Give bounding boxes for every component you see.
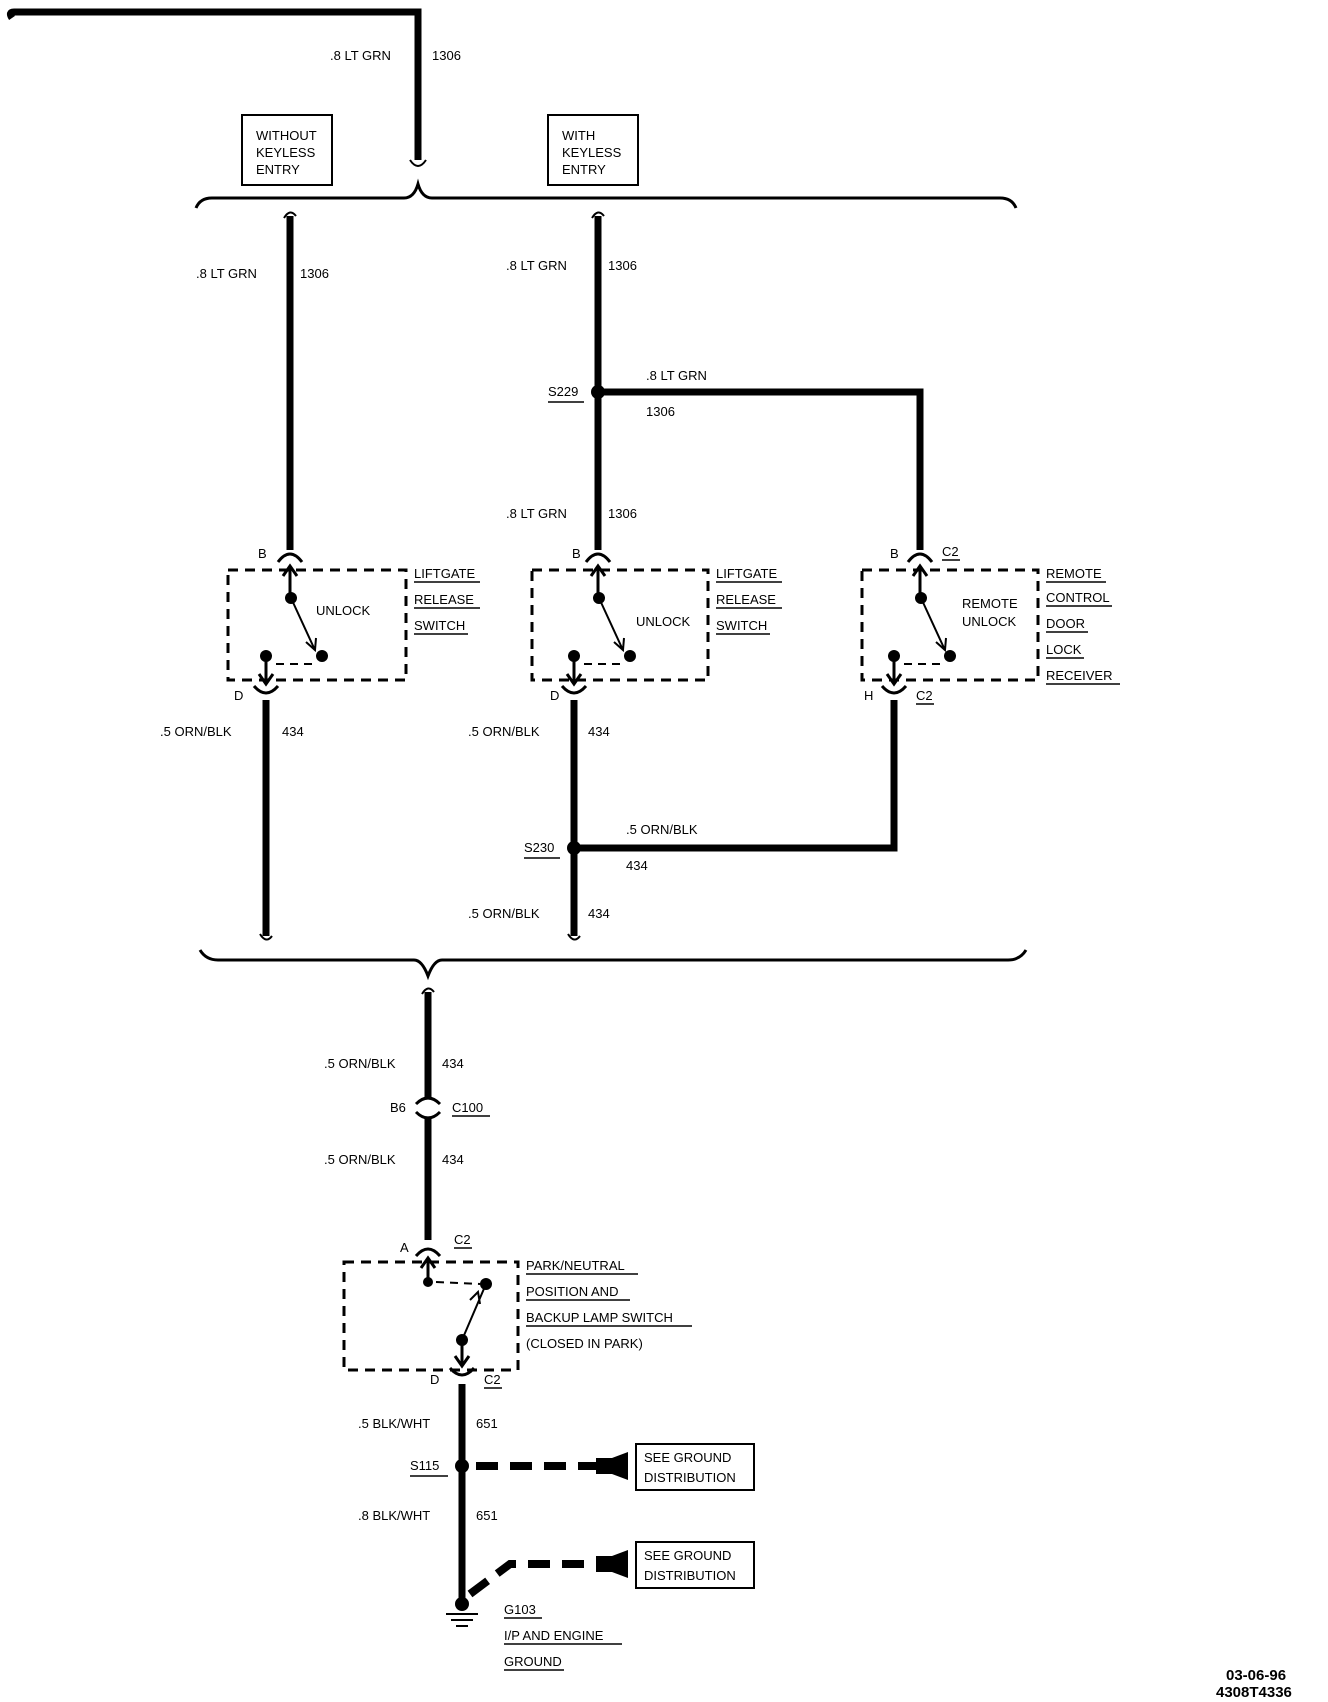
pn-line-3: BACKUP LAMP SWITCH [526,1310,673,1325]
ground-ref-2-line-2: DISTRIBUTION [644,1568,736,1583]
pn-pin-d: D [430,1372,439,1387]
with-wire-bottom-circuit: 434 [588,724,610,739]
with-wire-mid-gauge: .8 LT GRN [506,506,567,521]
option-without-line-1: WITHOUT [256,128,317,143]
top-feed-wire: .8 LT GRN 1306 [6,8,461,167]
ground-line-2: GROUND [504,1654,562,1669]
option-without-line-3: ENTRY [256,162,300,177]
splice-s230-label: S230 [524,840,554,855]
lower-wire4-circuit: 651 [476,1508,498,1523]
branch-without-keyless: .8 LT GRN 1306 B UNLOCK D LIFTGATE RELEA… [160,211,480,941]
ground-icon [446,1613,478,1627]
with-component-line-1: LIFTGATE [716,566,777,581]
with-wire-top-circuit: 1306 [608,258,637,273]
lower-wire1-circuit: 434 [442,1056,464,1071]
lower-circuit: .5 ORN/BLK 434 B6 C100 .5 ORN/BLK 434 A … [324,987,755,1671]
receiver-connector-bottom: C2 [916,688,933,703]
branch-with-keyless: .8 LT GRN 1306 S229 .8 LT GRN 1306 .8 LT… [468,211,924,941]
s230-wire-circuit: 434 [626,858,648,873]
top-option-brace [194,178,1018,209]
lower-wire2-gauge: .5 ORN/BLK [324,1152,396,1167]
remote-receiver: B C2 REMOTE UNLOCK H C2 REMOTE CONTROL D… [860,544,1120,705]
ground-reference-2[interactable]: SEE GROUND DISTRIBUTION [635,1541,755,1589]
option-with-line-2: KEYLESS [562,145,622,160]
lower-wire1-gauge: .5 ORN/BLK [324,1056,396,1071]
ground-reference-1[interactable]: SEE GROUND DISTRIBUTION [635,1443,755,1491]
without-component-line-1: LIFTGATE [414,566,475,581]
option-with-keyless: WITH KEYLESS ENTRY [547,114,639,186]
s230-wire-gauge: .5 ORN/BLK [626,822,698,837]
with-component-line-3: SWITCH [716,618,767,633]
pn-line-2: POSITION AND [526,1284,618,1299]
option-with-line-1: WITH [562,128,595,143]
ground-ref-1-line-2: DISTRIBUTION [644,1470,736,1485]
footer-date: 03-06-96 [1226,1667,1286,1684]
option-with-line-3: ENTRY [562,162,606,177]
lower-wire4-gauge: .8 BLK/WHT [358,1508,430,1523]
top-wire-gauge-color: .8 LT GRN [330,48,391,63]
with-liftgate-switch-box [530,568,710,682]
footer-code: 4308T4336 [1216,1684,1292,1701]
without-component-line-2: RELEASE [414,592,474,607]
top-wire-circuit: 1306 [432,48,461,63]
with-wire-top-gauge: .8 LT GRN [506,258,567,273]
splice-s115-label: S115 [410,1458,439,1473]
ground-ref-2-line-1: SEE GROUND [644,1548,731,1563]
c100-connector: C100 [452,1100,483,1115]
with-pin-d: D [550,688,559,703]
without-pin-b: B [258,546,267,561]
without-liftgate-switch-box [226,568,408,682]
with-wire-after-splice-circuit: 434 [588,906,610,921]
ground-id: G103 [504,1602,536,1617]
pn-line-1: PARK/NEUTRAL [526,1258,625,1273]
without-pin-d: D [234,688,243,703]
pn-pin-a: A [400,1240,409,1255]
with-pin-b: B [572,546,581,561]
bottom-option-brace [198,949,1028,981]
with-wire-mid-circuit: 1306 [608,506,637,521]
option-without-keyless: WITHOUT KEYLESS ENTRY [241,114,333,186]
lower-wire3-gauge: .5 BLK/WHT [358,1416,430,1431]
pn-line-4: (CLOSED IN PARK) [526,1336,643,1351]
c100-pin: B6 [390,1100,406,1115]
ground-ref-1-line-1: SEE GROUND [644,1450,731,1465]
s229-wire-gauge: .8 LT GRN [646,368,707,383]
park-neutral-switch-box [342,1260,520,1372]
receiver-connector-top: C2 [942,544,959,559]
receiver-component-line-2: CONTROL [1046,590,1110,605]
with-wire-after-splice-gauge: .5 ORN/BLK [468,906,540,921]
receiver-box [860,568,1040,682]
receiver-switch-label-1: REMOTE [962,596,1018,611]
without-switch-unlock-label: UNLOCK [316,603,371,618]
without-component-line-3: SWITCH [414,618,465,633]
without-wire-bottom-gauge: .5 ORN/BLK [160,724,232,739]
without-wire-bottom-circuit: 434 [282,724,304,739]
with-switch-unlock-label: UNLOCK [636,614,691,629]
with-component-line-2: RELEASE [716,592,776,607]
lower-wire3-circuit: 651 [476,1416,498,1431]
without-wire-top-circuit: 1306 [300,266,329,281]
option-without-line-2: KEYLESS [256,145,316,160]
receiver-component-line-4: LOCK [1046,642,1082,657]
receiver-component-line-5: RECEIVER [1046,668,1112,683]
with-wire-bottom-gauge: .5 ORN/BLK [468,724,540,739]
lower-wire2-circuit: 434 [442,1152,464,1167]
receiver-pin-b: B [890,546,899,561]
receiver-component-line-3: DOOR [1046,616,1085,631]
s229-wire-circuit: 1306 [646,404,675,419]
splice-s229-label: S229 [548,384,578,399]
splice-s115 [455,1459,469,1473]
without-wire-top-gauge: .8 LT GRN [196,266,257,281]
ground-g103-point [455,1597,469,1611]
pn-connector-bottom: C2 [484,1372,501,1387]
receiver-pin-h: H [864,688,873,703]
pn-connector-top: C2 [454,1232,471,1247]
ground-line-1: I/P AND ENGINE [504,1628,604,1643]
receiver-component-line-1: REMOTE [1046,566,1102,581]
receiver-switch-label-2: UNLOCK [962,614,1017,629]
